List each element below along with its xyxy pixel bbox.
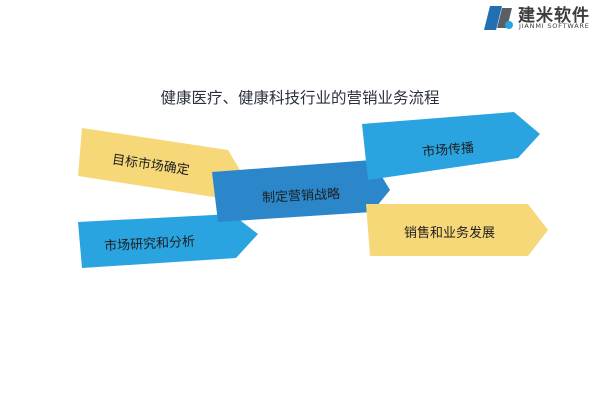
brand-name-en: JIANMI SOFTWARE — [519, 22, 590, 30]
diagram-title: 健康医疗、健康科技行业的营销业务流程 — [160, 89, 440, 107]
brand-logo: 建米软件 JIANMI SOFTWARE — [482, 0, 600, 36]
brand-name: 建米软件 — [518, 6, 590, 26]
step-sales-development-label: 销售和业务发展 — [404, 226, 496, 241]
jianmi-logo-icon — [484, 6, 513, 30]
